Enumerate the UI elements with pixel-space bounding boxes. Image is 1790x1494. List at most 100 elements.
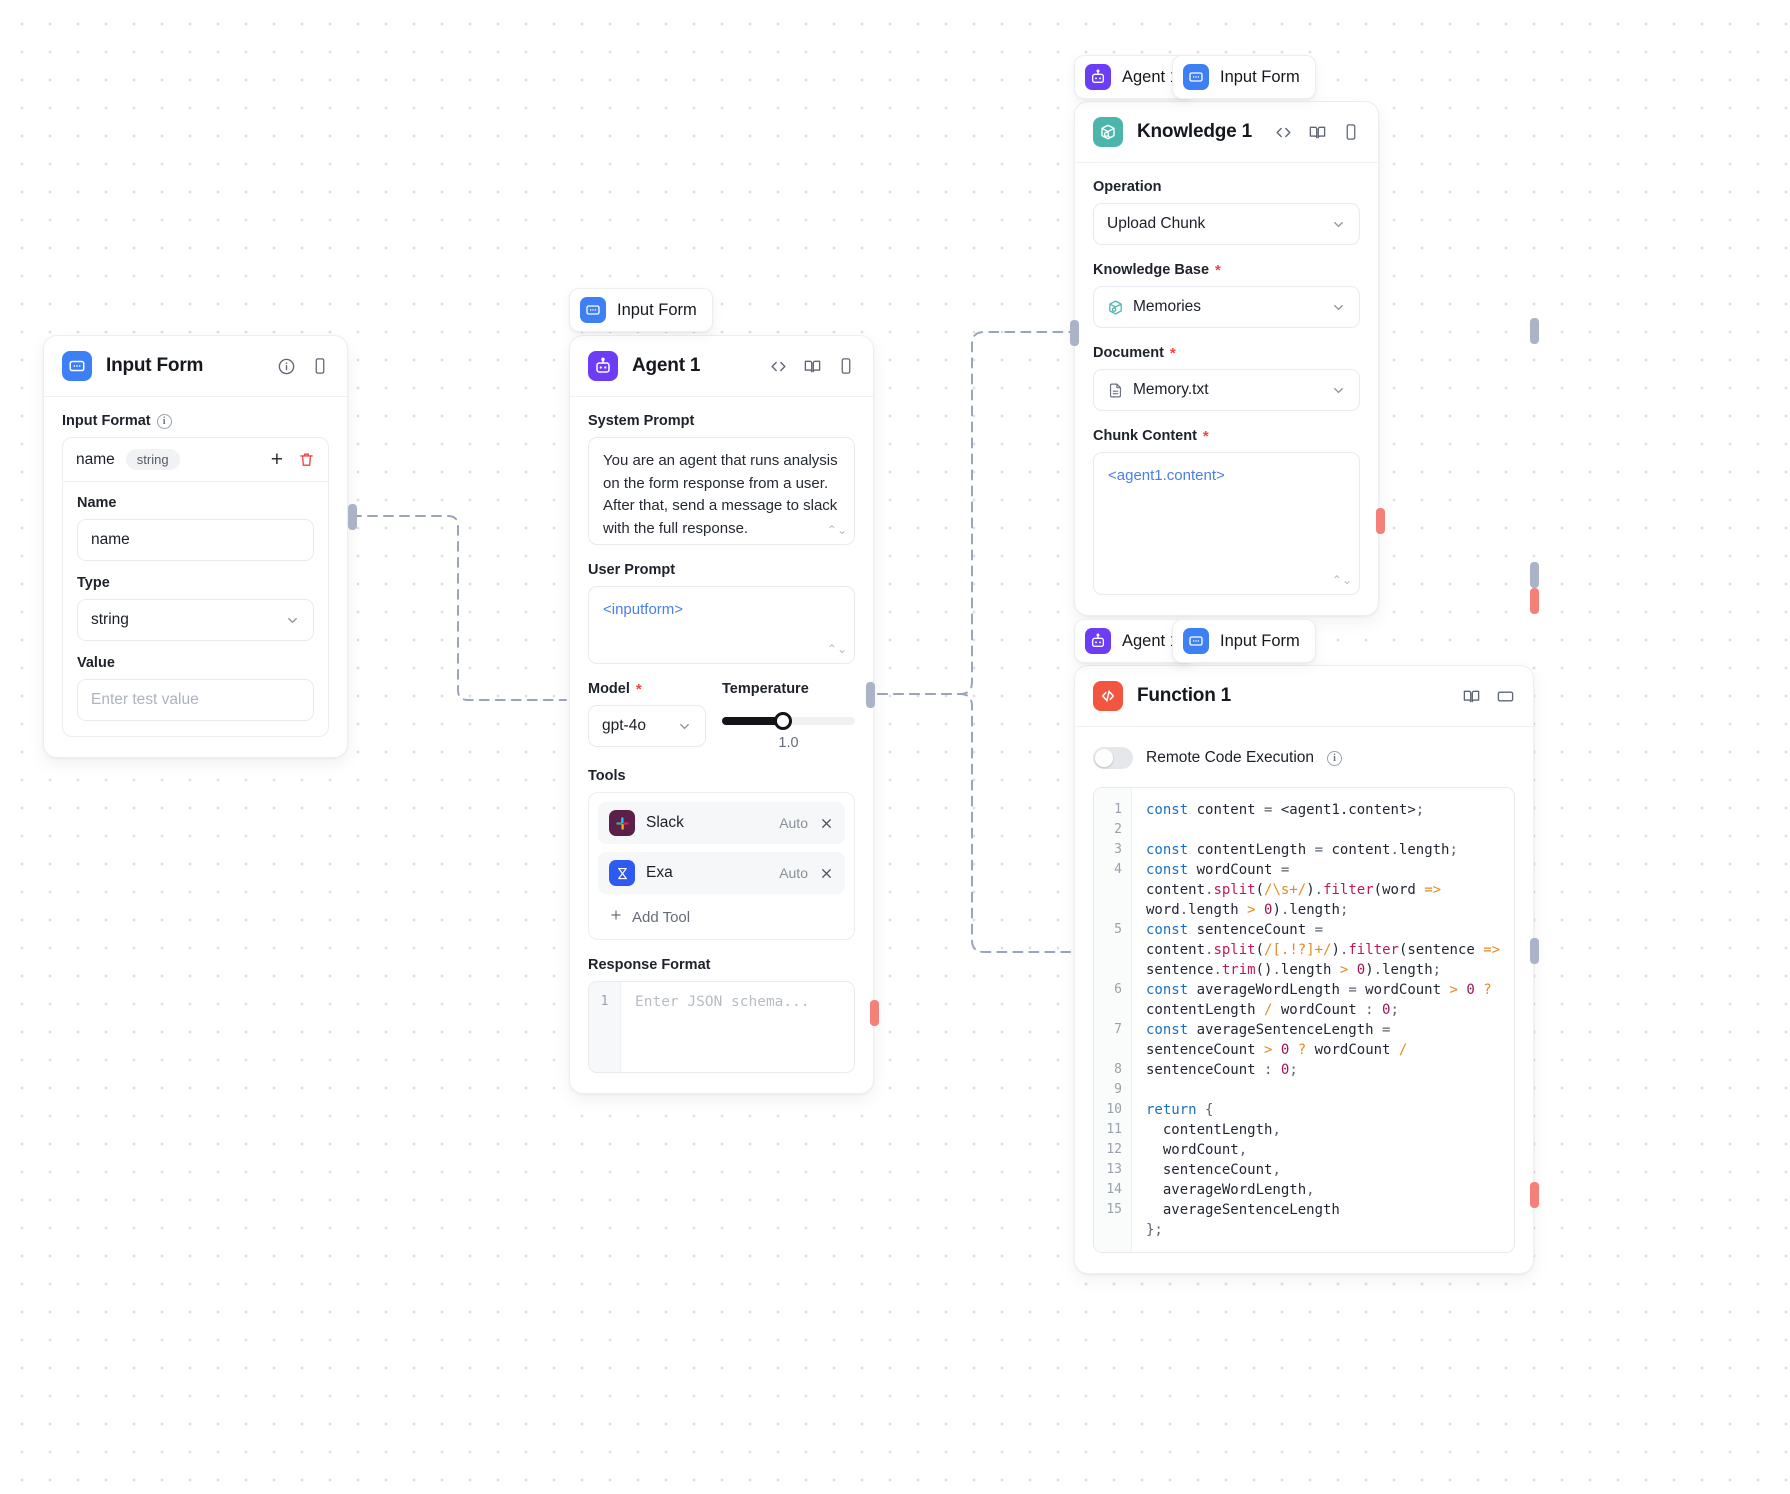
response-format-editor[interactable]: 1 Enter JSON schema... xyxy=(588,981,855,1073)
form-icon xyxy=(1183,628,1209,654)
chunk-content-textarea[interactable]: <agent1.content> ⌃⌄ xyxy=(1093,452,1360,595)
node-knowledge[interactable]: Knowledge 1 Operation Upload Chunk xyxy=(1074,101,1379,616)
node-input-form[interactable]: Input Form Input Format i xyxy=(43,335,348,758)
required-marker: * xyxy=(1202,427,1209,445)
input-format-label: Input Format i xyxy=(62,413,329,429)
code-brackets-icon[interactable] xyxy=(1274,123,1293,142)
knowledge-base-label: Knowledge Base* xyxy=(1093,261,1221,279)
name-input[interactable]: name xyxy=(77,519,314,561)
node-header: Agent 1 xyxy=(570,336,873,397)
tools-list: Slack Auto Exa Auto xyxy=(588,792,855,940)
book-icon[interactable] xyxy=(803,357,822,376)
handle-inputform-out[interactable] xyxy=(348,504,357,530)
robot-icon xyxy=(588,351,618,381)
handle-knowledge-far-right[interactable] xyxy=(1530,318,1539,344)
line-number: 11 xyxy=(1106,1122,1122,1137)
input-format-box: name string + Name name Type xyxy=(62,437,329,737)
line-number: 3 xyxy=(1114,842,1122,857)
code-brackets-icon[interactable] xyxy=(769,357,788,376)
line-number: 4 xyxy=(1114,862,1122,877)
operation-select[interactable]: Upload Chunk xyxy=(1093,203,1360,245)
line-number: 13 xyxy=(1106,1162,1122,1177)
slider-knob[interactable] xyxy=(774,712,792,730)
remove-tool-button[interactable] xyxy=(819,866,834,881)
remote-code-execution-row[interactable]: Remote Code Execution i xyxy=(1093,743,1515,787)
badge-inputform-center[interactable]: Input Form xyxy=(569,288,713,332)
handle-knowledge-in[interactable] xyxy=(1070,320,1079,346)
operation-select-value: Upload Chunk xyxy=(1107,215,1206,232)
handle-right-red-mid[interactable] xyxy=(1530,588,1539,614)
remove-tool-button[interactable] xyxy=(819,816,834,831)
value-label: Value xyxy=(77,655,115,671)
window-icon[interactable] xyxy=(1496,687,1515,706)
book-icon[interactable] xyxy=(1308,123,1327,142)
badge-label: Agent 1 xyxy=(1122,67,1179,86)
form-icon xyxy=(1183,64,1209,90)
chevron-down-icon xyxy=(1331,383,1346,398)
document-label: Document* xyxy=(1093,344,1176,362)
chevron-down-icon xyxy=(285,613,300,628)
code-tag-icon xyxy=(1093,681,1123,711)
node-agent[interactable]: Agent 1 System Prompt You are an agent t… xyxy=(569,335,874,1094)
line-number: 9 xyxy=(1114,1082,1122,1097)
handle-right-blue-mid[interactable] xyxy=(1530,562,1539,588)
line-number: 1 xyxy=(1114,802,1122,817)
line-number: 2 xyxy=(1114,822,1122,837)
system-prompt-textarea[interactable]: You are an agent that runs analysis on t… xyxy=(588,437,855,545)
page-title: Agent 1 xyxy=(632,355,701,376)
temperature-slider[interactable] xyxy=(722,712,855,730)
page-title: Knowledge 1 xyxy=(1137,121,1252,142)
badge-inputform-top[interactable]: Input Form xyxy=(1172,55,1316,99)
node-body: Remote Code Execution i 1 2 3 4 5 6 7 8 xyxy=(1075,727,1533,1273)
delete-field-button[interactable] xyxy=(298,451,315,468)
required-marker: * xyxy=(1215,261,1221,279)
tool-mode[interactable]: Auto xyxy=(779,865,808,881)
file-icon xyxy=(1107,382,1124,399)
handle-agent-out-red[interactable] xyxy=(870,1000,879,1026)
resize-grip-icon[interactable]: ⌃⌄ xyxy=(826,642,847,656)
info-icon[interactable]: i xyxy=(1327,750,1343,766)
chevron-down-icon xyxy=(1331,217,1346,232)
info-icon[interactable]: i xyxy=(156,413,172,429)
code-editor[interactable]: 1 2 3 4 5 6 7 8 9 10 11 12 13 xyxy=(1093,787,1515,1253)
edge-agent-knowledge xyxy=(877,331,1071,695)
temperature-label: Temperature xyxy=(722,681,809,697)
phone-icon[interactable] xyxy=(1342,123,1360,141)
value-input[interactable]: Enter test value xyxy=(77,679,314,721)
tool-name: Slack xyxy=(646,814,684,831)
model-select[interactable]: gpt-4o xyxy=(588,705,706,747)
knowledge-box-icon xyxy=(1107,299,1124,316)
add-field-button[interactable]: + xyxy=(270,448,283,471)
add-tool-button[interactable]: Add Tool xyxy=(598,902,845,930)
system-prompt-text: You are an agent that runs analysis on t… xyxy=(603,452,838,537)
book-icon[interactable] xyxy=(1462,687,1481,706)
tool-row-slack[interactable]: Slack Auto xyxy=(598,802,845,844)
tool-mode[interactable]: Auto xyxy=(779,815,808,831)
handle-agent-out[interactable] xyxy=(866,682,875,708)
tools-label: Tools xyxy=(588,768,626,784)
tool-row-exa[interactable]: Exa Auto xyxy=(598,852,845,894)
format-row[interactable]: name string + xyxy=(63,438,328,482)
handle-function-out[interactable] xyxy=(1530,1182,1539,1208)
page-title: Function 1 xyxy=(1137,685,1232,706)
chunk-content-label: Chunk Content* xyxy=(1093,427,1209,445)
node-function[interactable]: Function 1 Remote Code Execution i xyxy=(1074,665,1534,1274)
user-prompt-textarea[interactable]: <inputform> ⌃⌄ xyxy=(588,586,855,664)
handle-function-right[interactable] xyxy=(1530,938,1539,964)
document-select[interactable]: Memory.txt xyxy=(1093,369,1360,411)
type-select[interactable]: string xyxy=(77,599,314,641)
line-number: 14 xyxy=(1106,1182,1122,1197)
resize-grip-icon[interactable]: ⌃⌄ xyxy=(826,523,847,537)
phone-icon[interactable] xyxy=(837,357,855,375)
badge-label: Input Form xyxy=(1220,631,1300,650)
remote-code-execution-toggle[interactable] xyxy=(1093,747,1133,769)
form-icon xyxy=(62,351,92,381)
info-icon[interactable] xyxy=(277,357,296,376)
phone-icon[interactable] xyxy=(311,357,329,375)
badge-inputform-mid[interactable]: Input Form xyxy=(1172,619,1316,663)
knowledge-base-select[interactable]: Memories xyxy=(1093,286,1360,328)
code-text[interactable]: const content = <agent1.content>; const … xyxy=(1146,802,1509,1238)
handle-knowledge-out[interactable] xyxy=(1376,508,1385,534)
resize-grip-icon[interactable]: ⌃⌄ xyxy=(1331,573,1352,587)
